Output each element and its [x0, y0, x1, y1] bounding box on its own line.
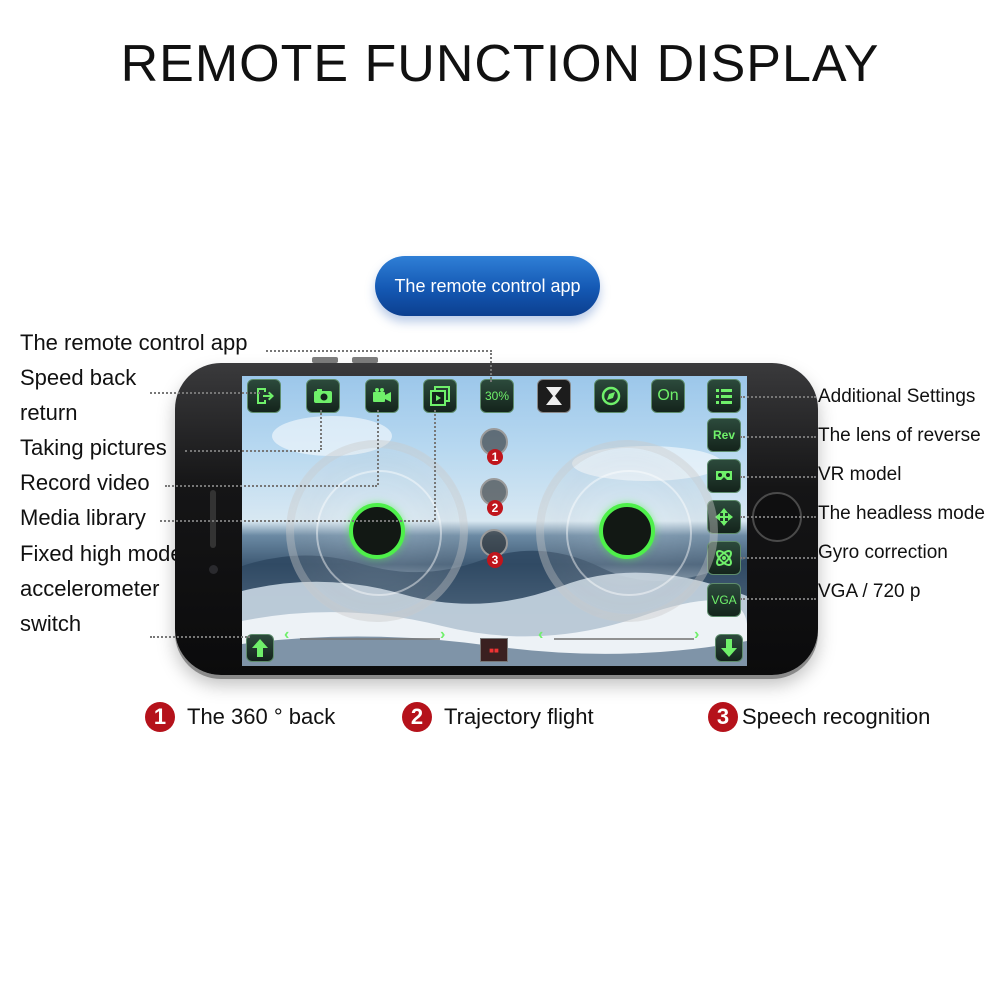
leader-line [320, 410, 322, 450]
leader-line [150, 392, 260, 394]
settings-list-icon [716, 389, 732, 404]
leader-line [165, 485, 377, 487]
legend-label: Speech recognition [742, 704, 931, 729]
gyro-icon [716, 550, 732, 566]
compass-icon [601, 386, 621, 406]
joystick-ring [316, 470, 442, 596]
label-fixed-high-mode: Fixed high mode [20, 541, 183, 566]
switch-on-button[interactable]: On [651, 379, 685, 413]
speech-recognition-button[interactable] [480, 529, 508, 557]
down-arrow-icon [721, 639, 737, 657]
badge-1: 1 [487, 449, 503, 465]
media-library-button[interactable] [423, 379, 457, 413]
rev-button[interactable]: Rev [707, 418, 741, 452]
speed-indicator: 30% [484, 389, 510, 403]
label-accelerometer: accelerometer [20, 576, 160, 601]
hourglass-button[interactable] [537, 379, 571, 413]
trim-right-chevron-icon[interactable]: › [694, 626, 700, 643]
left-joystick-knob[interactable] [349, 503, 405, 559]
label-switch: switch [20, 611, 82, 636]
leader-line [434, 410, 436, 520]
exit-icon [257, 388, 274, 404]
phone-camera [209, 565, 218, 574]
up-arrow-icon [252, 639, 268, 657]
compass-button[interactable] [594, 379, 628, 413]
legend-item-360-back: 1 The 360 ° back [145, 702, 335, 732]
leader-line [740, 516, 816, 518]
vga-icon: VGA [711, 593, 737, 607]
label-return: return [20, 400, 78, 425]
legend-number: 1 [145, 702, 175, 732]
camera-icon [314, 389, 332, 403]
vr-button[interactable] [707, 459, 741, 493]
land-button[interactable] [715, 634, 743, 662]
phone-side-button [352, 357, 378, 363]
label-speed-back: Speed back [20, 365, 137, 390]
label-taking-pictures: Taking pictures [20, 435, 167, 460]
vr-icon [716, 471, 732, 480]
legend-label: Trajectory flight [444, 704, 594, 729]
leader-line [740, 396, 816, 398]
label-vga-720p: VGA / 720 p [818, 581, 921, 602]
legend-label: The 360 ° back [187, 704, 336, 729]
label-remote-control-app: The remote control app [20, 330, 248, 355]
leader-line [266, 350, 492, 352]
hourglass-icon [546, 387, 562, 405]
video-button[interactable] [365, 379, 399, 413]
label-media-library: Media library [20, 505, 146, 530]
legend-item-trajectory-flight: 2 Trajectory flight [402, 702, 594, 732]
leader-line [377, 410, 379, 485]
label-lens-of-reverse: The lens of reverse [818, 425, 981, 446]
leader-line [740, 557, 816, 559]
takeoff-button[interactable] [246, 634, 274, 662]
vga-button[interactable]: VGA [707, 583, 741, 617]
leader-line [160, 520, 434, 522]
badge-2: 2 [487, 500, 503, 516]
rev-icon: Rev [712, 428, 735, 442]
leader-line [185, 450, 320, 452]
right-joystick[interactable] [536, 440, 718, 622]
exit-button[interactable] [247, 379, 281, 413]
trim-left-chevron-icon[interactable]: ‹ [538, 626, 544, 643]
settings-list-button[interactable] [707, 379, 741, 413]
legend-item-speech-recognition: 3 Speech recognition [708, 702, 930, 732]
app-pill-label: The remote control app [375, 256, 600, 316]
badge-3: 3 [487, 552, 503, 568]
headless-icon [715, 508, 733, 526]
legend-number: 3 [708, 702, 738, 732]
right-joystick-knob[interactable] [599, 503, 655, 559]
camera-button[interactable] [306, 379, 340, 413]
phone-side-button [312, 357, 338, 363]
phone-speaker [210, 490, 216, 548]
page-title: REMOTE FUNCTION DISPLAY [120, 35, 880, 93]
gallery-icon [430, 386, 450, 406]
switch-on-icon: On [657, 387, 679, 404]
right-trim-bar[interactable] [554, 638, 694, 640]
leader-line [740, 598, 816, 600]
leader-line [490, 350, 492, 382]
legend-number: 2 [402, 702, 432, 732]
trim-right-chevron-icon[interactable]: › [440, 626, 446, 643]
leader-line [740, 476, 816, 478]
record-indicator-icon: ■■ [480, 638, 508, 662]
label-vr-model: VR model [818, 464, 902, 485]
leader-line [150, 636, 250, 638]
video-icon [373, 388, 391, 402]
speed-button[interactable]: 30% [480, 379, 514, 413]
label-gyro-correction: Gyro correction [818, 542, 948, 563]
left-trim-bar[interactable] [300, 638, 440, 640]
trim-left-chevron-icon[interactable]: ‹ [284, 626, 290, 643]
leader-line [740, 436, 816, 438]
joystick-ring [566, 470, 692, 596]
label-additional-settings: Additional Settings [818, 386, 976, 407]
label-record-video: Record video [20, 470, 150, 495]
app-screen: 30% On Rev VGA 1 2 3 ‹ › ‹ [242, 376, 747, 666]
label-headless-mode: The headless mode [818, 503, 985, 524]
